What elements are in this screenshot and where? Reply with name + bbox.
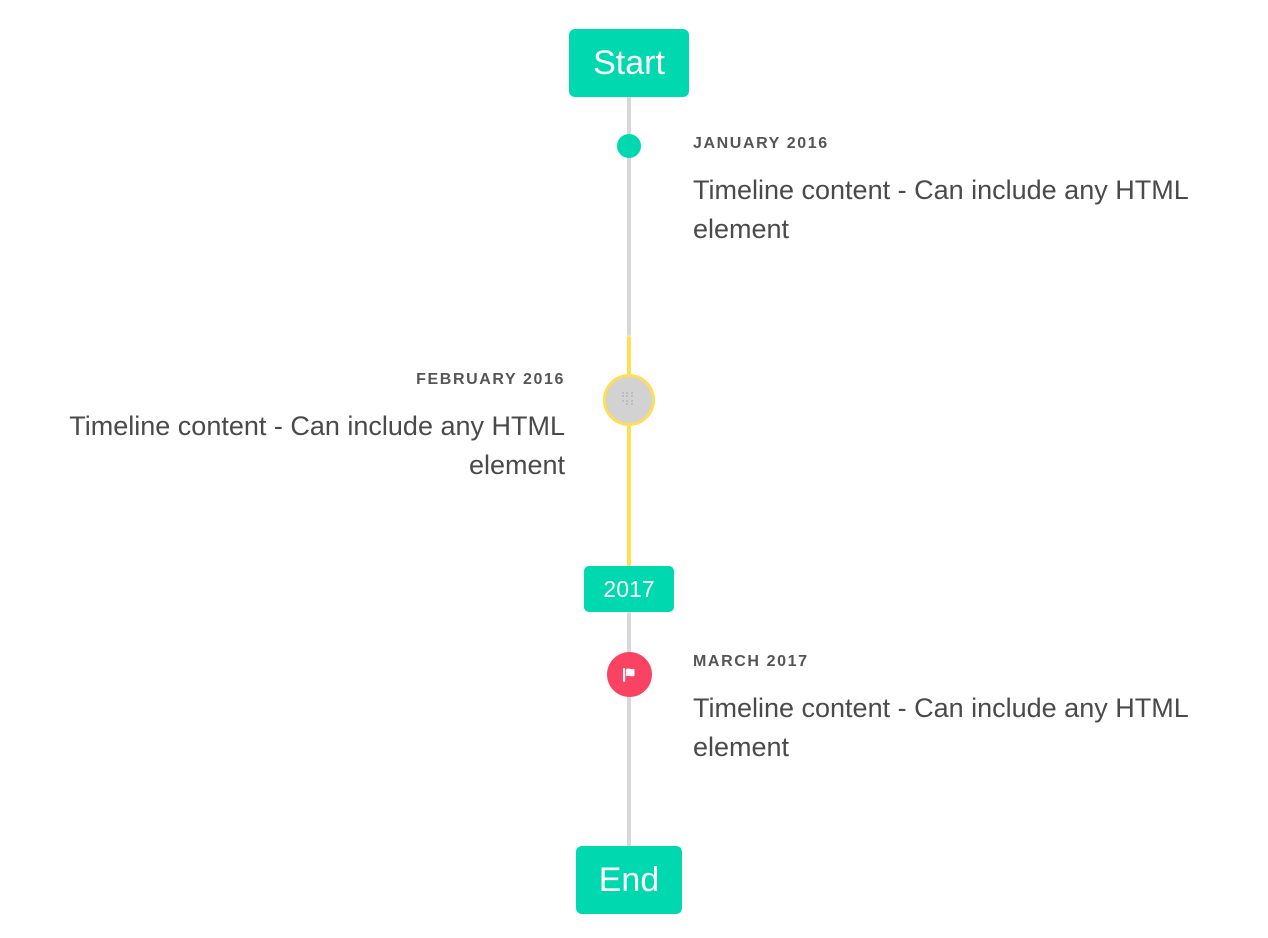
timeline-entry-body: Timeline content - Can include any HTML … xyxy=(693,693,1188,762)
timeline-start-badge[interactable]: Start xyxy=(569,29,689,97)
timeline-entry-date: March 2017 xyxy=(693,653,809,670)
flag-icon xyxy=(619,664,641,686)
timeline-entry-body: Timeline content - Can include any HTML … xyxy=(69,411,565,480)
timeline-line-segment-top xyxy=(627,88,631,336)
timeline-entry-body: Timeline content - Can include any HTML … xyxy=(693,175,1188,244)
timeline-start-label: Start xyxy=(593,44,665,82)
broken-image-icon xyxy=(620,391,638,409)
timeline-entry-march-2017: March 2017 Timeline content - Can includ… xyxy=(693,652,1223,766)
timeline-year-label: 2017 xyxy=(603,575,655,602)
timeline-marker-march-2017[interactable] xyxy=(607,652,652,697)
timeline-end-badge[interactable]: End xyxy=(576,846,682,914)
timeline-entry-february-2016: February 2016 Timeline content - Can inc… xyxy=(35,370,565,484)
timeline-marker-january-2016[interactable] xyxy=(617,134,641,158)
timeline-entry-date: January 2016 xyxy=(693,135,829,152)
timeline-end-label: End xyxy=(598,861,660,899)
timeline-line-segment-highlight xyxy=(627,336,631,568)
timeline-entry-january-2016: January 2016 Timeline content - Can incl… xyxy=(693,134,1223,248)
timeline-entry-date: February 2016 xyxy=(416,371,565,388)
timeline-year-badge[interactable]: 2017 xyxy=(584,566,674,612)
timeline-line-segment-bottom xyxy=(627,612,631,854)
timeline-marker-february-2016[interactable] xyxy=(603,374,655,426)
